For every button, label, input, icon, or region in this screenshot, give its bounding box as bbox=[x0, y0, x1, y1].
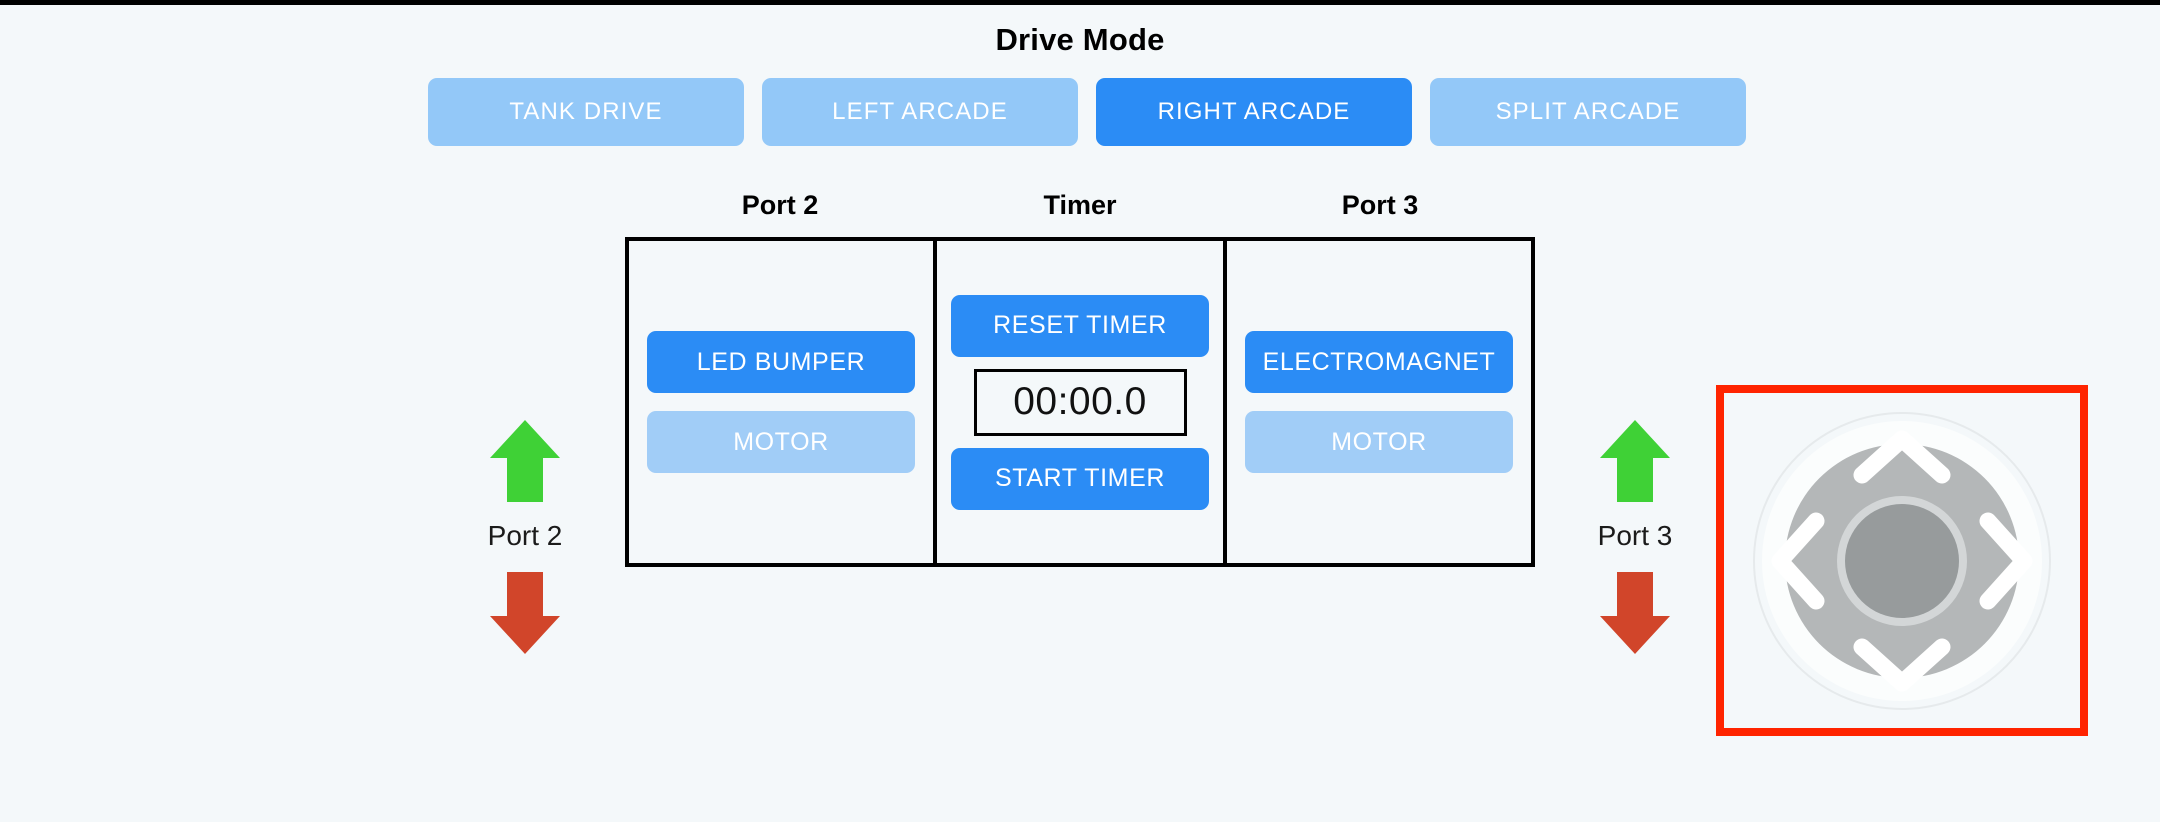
port2-led-bumper-button[interactable]: LED BUMPER bbox=[647, 331, 915, 393]
panel-header-row: Port 2 Timer Port 3 bbox=[625, 190, 1535, 221]
control-panels: LED BUMPER MOTOR RESET TIMER 00:00.0 STA… bbox=[625, 237, 1535, 567]
panel-header-port-3: Port 3 bbox=[1341, 190, 1419, 220]
dpad-outer-ring bbox=[1753, 411, 2051, 710]
dpad-highlight-box bbox=[1716, 385, 2088, 736]
arrow-down-icon[interactable] bbox=[488, 570, 562, 656]
port-3-label: Port 3 bbox=[1597, 520, 1673, 551]
start-timer-button[interactable]: START TIMER bbox=[951, 447, 1209, 510]
port-2-label: Port 2 bbox=[487, 520, 563, 551]
drive-mode-right-arcade[interactable]: RIGHT ARCADE bbox=[1096, 78, 1412, 146]
drive-mode-tank-drive[interactable]: TANK DRIVE bbox=[428, 78, 744, 146]
port-2-arrow-cluster: Port 2 bbox=[440, 418, 610, 656]
port-3-arrow-cluster: Port 3 bbox=[1550, 418, 1720, 656]
panel-port-3: ELECTROMAGNET MOTOR bbox=[1225, 237, 1535, 567]
port2-motor-button[interactable]: MOTOR bbox=[647, 411, 915, 473]
chevron-up-icon[interactable] bbox=[1853, 430, 1951, 483]
arrow-up-icon[interactable] bbox=[1598, 418, 1672, 504]
drive-mode-button-group: TANK DRIVE LEFT ARCADE RIGHT ARCADE SPLI… bbox=[428, 78, 1746, 146]
dpad-center-icon[interactable] bbox=[1845, 503, 1959, 618]
panel-header-timer: Timer bbox=[1043, 190, 1117, 220]
panel-timer: RESET TIMER 00:00.0 START TIMER bbox=[935, 237, 1225, 567]
port3-motor-button[interactable]: MOTOR bbox=[1245, 411, 1513, 473]
drive-mode-left-arcade[interactable]: LEFT ARCADE bbox=[762, 78, 1078, 146]
panel-port-2: LED BUMPER MOTOR bbox=[625, 237, 935, 567]
chevron-down-icon[interactable] bbox=[1853, 638, 1951, 691]
port3-electromagnet-button[interactable]: ELECTROMAGNET bbox=[1245, 331, 1513, 393]
page-title: Drive Mode bbox=[995, 22, 1165, 57]
reset-timer-button[interactable]: RESET TIMER bbox=[951, 294, 1209, 357]
arrow-up-icon[interactable] bbox=[488, 418, 562, 504]
dpad-control[interactable] bbox=[1752, 411, 2052, 711]
chevron-left-icon[interactable] bbox=[1771, 512, 1825, 609]
timer-display: 00:00.0 bbox=[973, 368, 1187, 436]
chevron-right-icon[interactable] bbox=[1979, 512, 2033, 609]
panel-header-port-2: Port 2 bbox=[741, 190, 819, 220]
arrow-down-icon[interactable] bbox=[1598, 570, 1672, 656]
drive-mode-split-arcade[interactable]: SPLIT ARCADE bbox=[1430, 78, 1746, 146]
top-rule bbox=[0, 0, 2160, 5]
